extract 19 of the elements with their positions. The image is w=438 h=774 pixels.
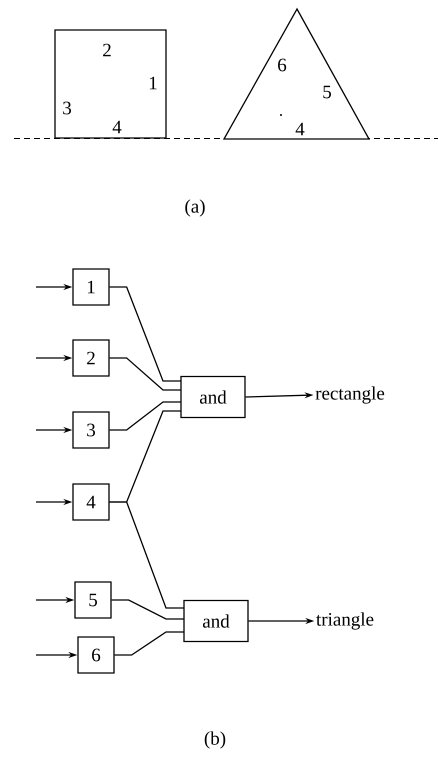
numbered-box: 1	[72, 268, 110, 306]
and-gate-box: and	[180, 376, 246, 418]
connector-line	[110, 401, 181, 431]
panel-label: (b)	[204, 731, 226, 749]
connector-line	[114, 631, 184, 656]
numbered-box: 5	[74, 581, 112, 619]
numbered-box: 6	[77, 636, 115, 674]
connector-line	[110, 357, 181, 391]
output-label: triangle	[316, 612, 374, 630]
square-drawing: 2 1 3 4	[54, 29, 167, 139]
connector-line	[112, 599, 184, 620]
panel-label: (a)	[185, 199, 205, 217]
and-gate-box: and	[183, 600, 249, 642]
numbered-box: 4	[72, 483, 110, 521]
connector-line	[110, 286, 181, 382]
connector-line	[110, 501, 184, 609]
numbered-box: 2	[72, 339, 110, 377]
numbered-box: 3	[72, 411, 110, 449]
output-label: rectangle	[316, 386, 384, 404]
